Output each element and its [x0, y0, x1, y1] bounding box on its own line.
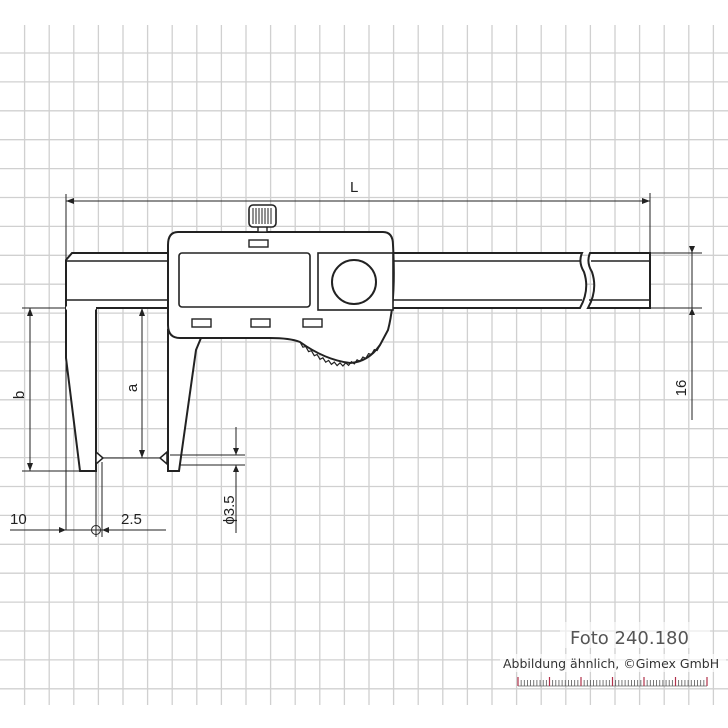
- height-dimension: 16: [650, 246, 702, 420]
- offset-dimension: 10 2.5: [10, 462, 166, 537]
- contact-pin-left: [95, 450, 105, 466]
- button-1: [191, 318, 212, 328]
- lcd-display: [178, 252, 311, 308]
- fixed-jaw: [65, 300, 105, 472]
- jaw-depth-a-label: a: [124, 383, 141, 392]
- button-3: [302, 318, 323, 328]
- pin-diameter-dimension: ϕ3.5: [170, 427, 245, 533]
- thumb-knob: [248, 204, 277, 233]
- grid-paper: [0, 25, 728, 705]
- copyright-credit: Abbildung ähnlich, ©Gimex GmbH: [503, 656, 719, 671]
- button-2: [250, 318, 271, 328]
- movable-jaw: [158, 328, 203, 472]
- length-label: L: [350, 179, 358, 196]
- slider-body: [167, 204, 395, 367]
- offset-left-label: 10: [10, 511, 27, 528]
- jaw-depth-a-dimension: a: [103, 308, 160, 459]
- dial-circle: [331, 259, 377, 305]
- contact-pin-right: [158, 450, 168, 466]
- scale-ruler: [517, 677, 708, 687]
- offset-right-label: 2.5: [121, 511, 142, 528]
- jaw-depth-b-label: b: [11, 391, 28, 399]
- top-button: [248, 239, 269, 248]
- pin-diameter-label: ϕ3.5: [221, 495, 238, 524]
- photo-number: Foto 240.180: [570, 628, 689, 649]
- height-label: 16: [673, 380, 690, 397]
- jaw-depth-b-dimension: b: [11, 307, 80, 472]
